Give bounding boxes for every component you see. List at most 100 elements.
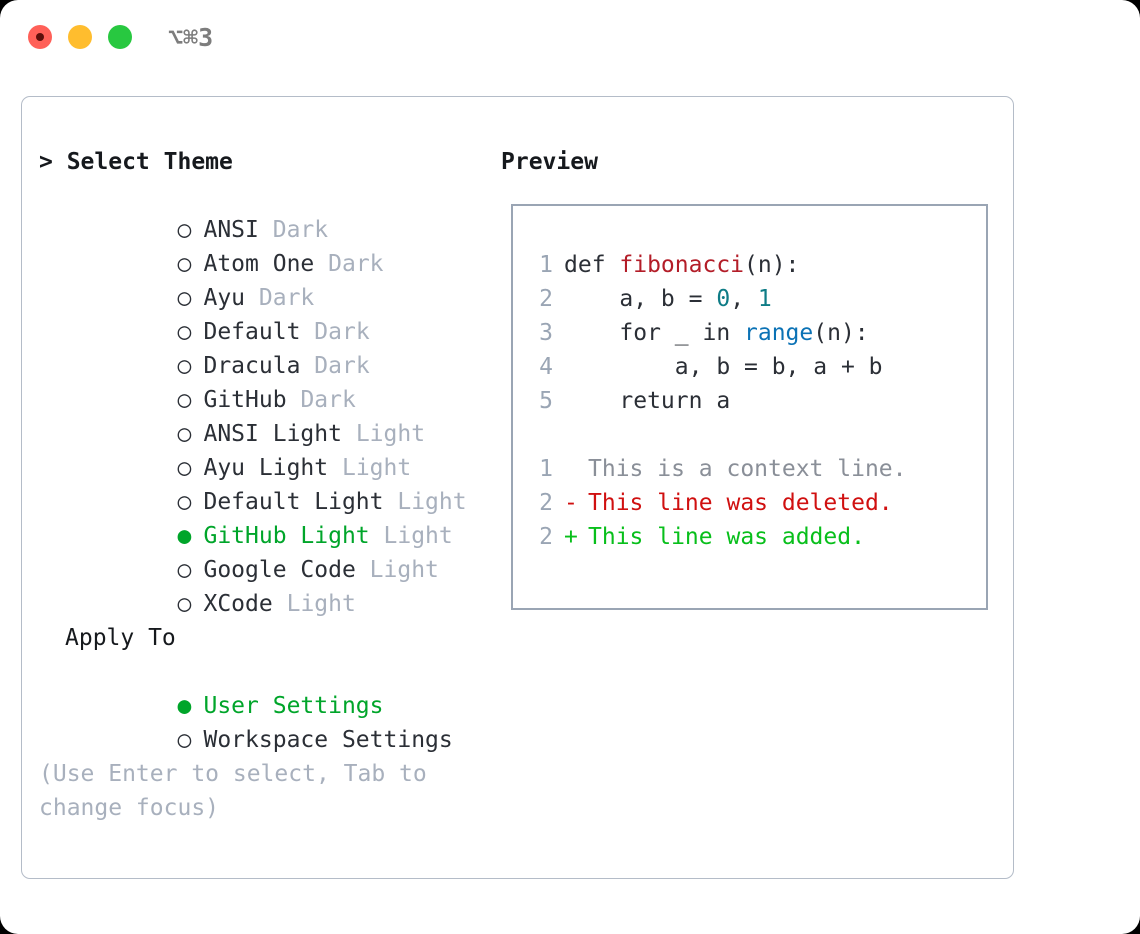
window-title: ⌥⌘3 xyxy=(168,23,214,52)
theme-option-variant xyxy=(300,353,314,379)
theme-option-label: Default xyxy=(203,319,301,345)
theme-option-github-dark[interactable]: ○ GitHub Dark xyxy=(39,349,479,413)
radio-marker-icon: ○ xyxy=(177,489,192,515)
close-button-icon[interactable] xyxy=(28,25,52,49)
theme-option-variant xyxy=(259,217,273,243)
theme-option-google-code[interactable]: ○ Google Code Light xyxy=(39,519,479,583)
theme-option-label: GitHub xyxy=(203,387,287,413)
radio-marker-icon: ○ xyxy=(177,353,192,379)
code-token-number: 1 xyxy=(757,286,772,312)
zoom-button-icon[interactable] xyxy=(108,25,132,49)
theme-option-default-light[interactable]: ○Default Light Light xyxy=(39,451,479,515)
theme-option-variant-label: Light xyxy=(286,591,356,617)
radio-marker-icon: ○ xyxy=(177,251,192,277)
theme-option-variant xyxy=(273,591,287,617)
radio-marker-icon: ○ xyxy=(177,285,192,311)
diff-marker: - xyxy=(564,490,578,516)
apply-to-option-label: User Settings xyxy=(203,693,384,719)
code-token: (n): xyxy=(744,252,800,278)
theme-option-xcode[interactable]: ○ XCode Light xyxy=(39,553,479,617)
theme-option-dracula-dark[interactable]: ○ Dracula Dark xyxy=(39,315,479,379)
theme-option-label: ANSI xyxy=(203,217,259,243)
theme-option-variant-label: Light xyxy=(369,557,439,583)
diff-text: This is a context line. xyxy=(588,456,907,482)
code-token: a, b = b, a + b xyxy=(564,354,883,380)
code-token: , xyxy=(730,286,758,312)
title-bar: ⌥⌘3 xyxy=(0,0,1140,76)
code-token-function: fibonacci xyxy=(619,252,745,278)
apply-to-heading: Apply To xyxy=(65,625,176,651)
diff-marker: + xyxy=(564,524,578,550)
preview-heading: Preview xyxy=(501,149,598,175)
theme-option-variant-label: Light xyxy=(397,489,467,515)
line-number: 2 xyxy=(539,524,553,550)
theme-option-variant-label: Light xyxy=(383,523,453,549)
diff-line-added: 2 + This line was added. xyxy=(525,520,982,554)
theme-option-variant xyxy=(384,489,398,515)
main-panel: > Select Theme ○ANSI Dark ○Atom One Dark… xyxy=(21,96,1014,879)
code-token: def xyxy=(564,252,620,278)
theme-option-variant-label: Dark xyxy=(272,217,329,243)
apply-to-option-label: Workspace Settings xyxy=(203,727,453,753)
theme-option-label: Google Code xyxy=(203,557,356,583)
line-number: 3 xyxy=(539,320,553,346)
line-number: 2 xyxy=(539,286,553,312)
radio-marker-icon: ○ xyxy=(177,217,192,243)
theme-picker-column: > Select Theme ○ANSI Dark ○Atom One Dark… xyxy=(39,145,479,825)
theme-option-variant-label: Dark xyxy=(300,387,356,413)
code-token-call: range xyxy=(744,320,814,346)
theme-option-ayu-dark[interactable]: ○ Ayu Dark xyxy=(39,247,479,311)
theme-option-label: GitHub Light xyxy=(203,523,370,549)
theme-option-github-light[interactable]: ● GitHub Light Light xyxy=(39,485,479,549)
diff-line-context: 1 This is a context line. xyxy=(525,452,982,486)
theme-option-ayu-light[interactable]: ○Ayu Light Light xyxy=(39,417,479,481)
diff-text: This line was added. xyxy=(588,524,865,550)
theme-option-label: XCode xyxy=(203,591,273,617)
line-number: 4 xyxy=(539,354,553,380)
theme-option-variant xyxy=(314,251,328,277)
theme-option-label: Ayu xyxy=(203,285,246,311)
theme-option-variant xyxy=(245,285,259,311)
code-token-number: 0 xyxy=(716,286,731,312)
code-token: a, b = xyxy=(564,286,717,312)
apply-to-option-user-settings[interactable]: ● User Settings xyxy=(39,655,479,719)
theme-option-variant xyxy=(328,455,342,481)
theme-option-variant xyxy=(356,557,370,583)
radio-marker-icon: ○ xyxy=(177,557,192,583)
line-number: 2 xyxy=(539,490,553,516)
theme-option-ansi-light[interactable]: ○ANSI Light Light xyxy=(39,383,479,447)
radio-marker-selected-icon: ● xyxy=(177,693,192,719)
theme-option-label: Atom One xyxy=(203,251,315,277)
radio-marker-icon: ○ xyxy=(177,319,192,345)
code-line: 5 return a xyxy=(525,384,982,418)
code-blank-line xyxy=(525,418,982,452)
apply-to-option-workspace-settings[interactable]: ○ Workspace Settings xyxy=(39,689,479,753)
theme-option-variant-label: Dark xyxy=(258,285,315,311)
theme-option-variant-label: Dark xyxy=(314,319,370,345)
theme-option-label: Dracula xyxy=(203,353,301,379)
line-number: 5 xyxy=(539,388,553,414)
diff-text: This line was deleted. xyxy=(588,490,893,516)
keyboard-hint-text: (Use Enter to select, Tab to change focu… xyxy=(39,761,427,821)
traffic-light-buttons xyxy=(28,25,132,49)
radio-marker-icon: ○ xyxy=(177,387,192,413)
diff-line-deleted: 2-This line was deleted. xyxy=(525,486,982,520)
code-line: 3 for _ in range(n): xyxy=(525,316,982,350)
theme-option-default-dark[interactable]: ○ Default Dark xyxy=(39,281,479,345)
code-token: for _ in xyxy=(564,320,745,346)
code-line: 2 a, b = 0, 1 xyxy=(525,282,982,316)
line-number: 1 xyxy=(539,456,553,482)
code-token: return a xyxy=(564,388,731,414)
code-token: (n): xyxy=(813,320,869,346)
theme-option-atom-one-dark[interactable]: ○ Atom One Dark xyxy=(39,213,479,277)
radio-marker-icon: ○ xyxy=(177,421,192,447)
radio-marker-selected-icon: ● xyxy=(177,523,192,549)
radio-marker-icon: ○ xyxy=(177,727,192,753)
theme-option-ansi-dark[interactable]: ○ ANSI Dark xyxy=(39,179,479,243)
theme-option-variant xyxy=(342,421,356,447)
minimize-button-icon[interactable] xyxy=(68,25,92,49)
theme-option-variant-label: Dark xyxy=(314,353,370,379)
